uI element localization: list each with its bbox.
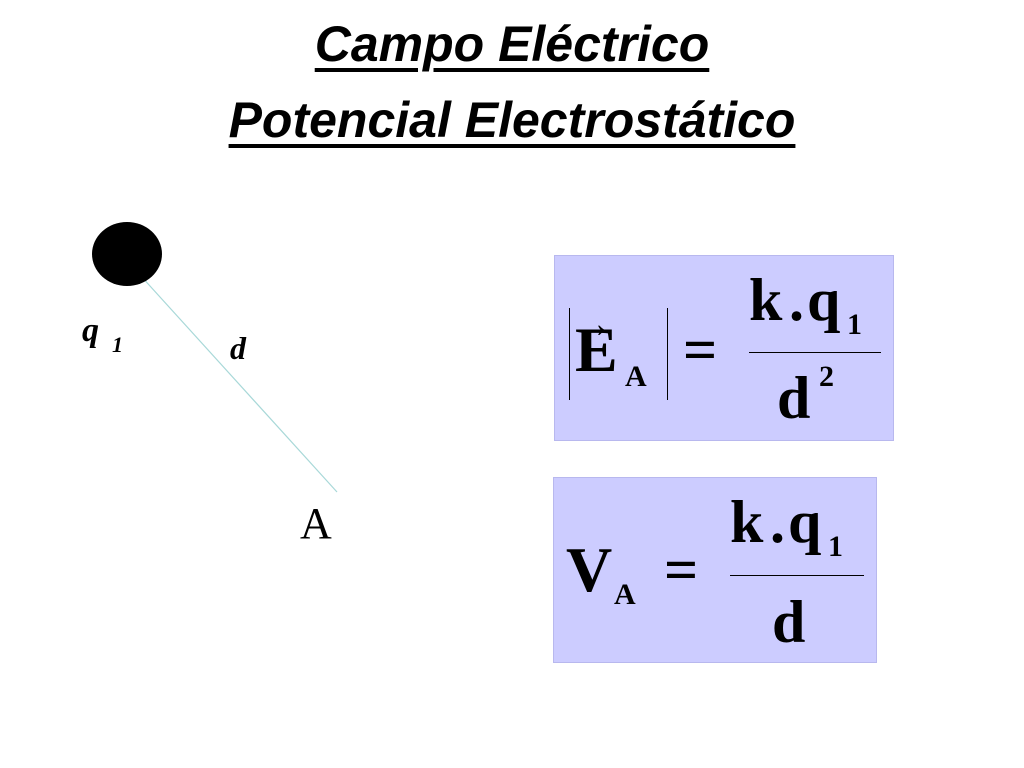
field-num-dot: . — [789, 267, 804, 333]
potential-den-d: d — [772, 589, 806, 655]
point-a-label: A — [300, 499, 332, 548]
abs-bar-right — [667, 308, 668, 400]
field-num-sub: 1 — [847, 308, 862, 341]
distance-label: d — [230, 330, 246, 366]
title-line-2: Potencial Electrostático — [228, 92, 796, 148]
potential-num-q: q — [788, 489, 822, 555]
charge-subscript: 1 — [112, 332, 123, 357]
charge-label: q — [82, 312, 99, 349]
field-fraction-bar — [749, 352, 881, 353]
potential-num-sub: 1 — [828, 530, 843, 563]
field-symbol: E — [575, 314, 618, 385]
potential-equals: = — [664, 537, 699, 603]
field-den-d: d — [777, 365, 811, 431]
potential-symbol: V — [566, 534, 613, 605]
charge-q1-circle — [92, 222, 162, 286]
field-num-k: k — [749, 267, 783, 333]
field-num-q: q — [807, 267, 841, 333]
field-den-exp: 2 — [819, 360, 834, 393]
field-subscript: A — [625, 360, 647, 393]
distance-segment — [139, 274, 338, 493]
electric-potential-formula: V A = k . q 1 d — [553, 477, 877, 663]
electric-field-formula: → E A = k . q 1 d 2 — [554, 255, 894, 441]
slide-title: Campo Eléctrico — [0, 12, 1024, 76]
field-arrow: → — [573, 301, 613, 346]
abs-bar-left — [569, 308, 570, 400]
potential-num-k: k — [730, 489, 764, 555]
potential-fraction-bar — [730, 575, 864, 576]
field-equals: = — [683, 317, 718, 383]
potential-subscript: A — [614, 578, 636, 611]
slide-subtitle: Potencial Electrostático — [0, 88, 1024, 152]
title-line-1: Campo Eléctrico — [314, 16, 710, 72]
potential-num-dot: . — [770, 489, 785, 555]
